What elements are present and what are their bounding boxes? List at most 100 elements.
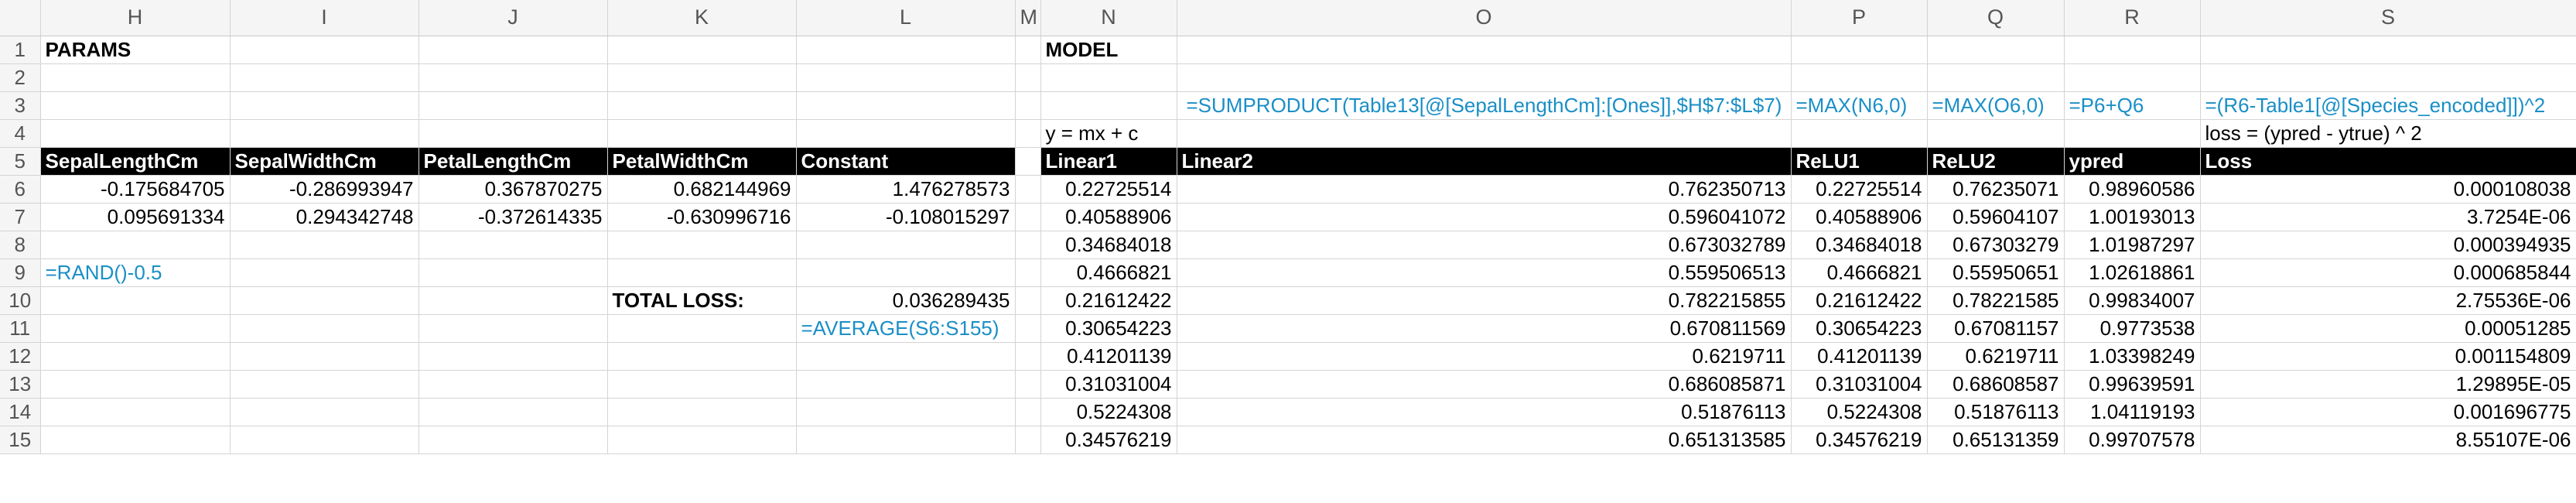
cell-q11[interactable]: 0.67081157: [1927, 314, 2065, 343]
row-header[interactable]: 9: [0, 258, 41, 287]
cell-j7[interactable]: -0.372614335: [419, 203, 608, 231]
cell-o12[interactable]: 0.6219711: [1177, 342, 1792, 371]
cell-q9[interactable]: 0.55950651: [1927, 258, 2065, 287]
cell-m10[interactable]: [1015, 286, 1041, 315]
cell-l15[interactable]: [796, 426, 1016, 454]
cell-j4[interactable]: [419, 119, 608, 148]
column-header-s[interactable]: S: [2200, 0, 2576, 36]
cell-m9[interactable]: [1015, 258, 1041, 287]
cell-j2[interactable]: [419, 63, 608, 92]
table-header-ypred[interactable]: ypred: [2064, 147, 2201, 176]
cell-l3[interactable]: [796, 91, 1016, 120]
cell-r15[interactable]: 0.99707578: [2064, 426, 2201, 454]
cell-h6[interactable]: -0.175684705: [40, 175, 231, 204]
column-header-l[interactable]: L: [796, 0, 1016, 36]
cell-o13[interactable]: 0.686085871: [1177, 370, 1792, 399]
table-header-relu2[interactable]: ReLU2: [1927, 147, 2065, 176]
cell-l14[interactable]: [796, 398, 1016, 426]
cell-s7[interactable]: 3.7254E-06: [2200, 203, 2576, 231]
cell-j11[interactable]: [419, 314, 608, 343]
column-header-o[interactable]: O: [1177, 0, 1792, 36]
cell-l1[interactable]: [796, 36, 1016, 64]
cell-q6[interactable]: 0.76235071: [1927, 175, 2065, 204]
column-header-i[interactable]: I: [230, 0, 419, 36]
cell-p7[interactable]: 0.40588906: [1791, 203, 1928, 231]
cell-m8[interactable]: [1015, 231, 1041, 259]
cell-k13[interactable]: [607, 370, 797, 399]
cell-n12[interactable]: 0.41201139: [1040, 342, 1177, 371]
row-header[interactable]: 13: [0, 370, 41, 399]
cell-i6[interactable]: -0.286993947: [230, 175, 419, 204]
cell-l7[interactable]: -0.108015297: [796, 203, 1016, 231]
cell-o15[interactable]: 0.651313585: [1177, 426, 1792, 454]
cell-s1[interactable]: [2200, 36, 2576, 64]
cell-p2[interactable]: [1791, 63, 1928, 92]
cell-k1[interactable]: [607, 36, 797, 64]
cell-n11[interactable]: 0.30654223: [1040, 314, 1177, 343]
table-header-petal-width[interactable]: PetalWidthCm: [607, 147, 797, 176]
row-header[interactable]: 11: [0, 314, 41, 343]
column-header-q[interactable]: Q: [1927, 0, 2065, 36]
cell-p12[interactable]: 0.41201139: [1791, 342, 1928, 371]
cell-i11[interactable]: [230, 314, 419, 343]
cell-s3-formula[interactable]: =(R6-Table1[@[Species_encoded]])^2: [2200, 91, 2576, 120]
cell-l2[interactable]: [796, 63, 1016, 92]
cell-o8[interactable]: 0.673032789: [1177, 231, 1792, 259]
cell-h15[interactable]: [40, 426, 231, 454]
cell-q14[interactable]: 0.51876113: [1927, 398, 2065, 426]
cell-p3-formula[interactable]: =MAX(N6,0): [1791, 91, 1928, 120]
cell-i9[interactable]: [230, 258, 419, 287]
cell-n2[interactable]: [1040, 63, 1177, 92]
cell-l12[interactable]: [796, 342, 1016, 371]
cell-k15[interactable]: [607, 426, 797, 454]
cell-k9[interactable]: [607, 258, 797, 287]
cell-l13[interactable]: [796, 370, 1016, 399]
cell-j12[interactable]: [419, 342, 608, 371]
cell-j3[interactable]: [419, 91, 608, 120]
cell-h9-formula[interactable]: =RAND()-0.5: [40, 258, 231, 287]
row-header[interactable]: 4: [0, 119, 41, 148]
row-header[interactable]: 15: [0, 426, 41, 454]
cell-r14[interactable]: 1.04119193: [2064, 398, 2201, 426]
cell-i15[interactable]: [230, 426, 419, 454]
cell-j14[interactable]: [419, 398, 608, 426]
cell-o3-formula[interactable]: =SUMPRODUCT(Table13[@[SepalLengthCm]:[On…: [1177, 91, 1792, 120]
row-header[interactable]: 12: [0, 342, 41, 371]
table-header-linear2[interactable]: Linear2: [1177, 147, 1792, 176]
cell-o6[interactable]: 0.762350713: [1177, 175, 1792, 204]
cell-k7[interactable]: -0.630996716: [607, 203, 797, 231]
cell-h7[interactable]: 0.095691334: [40, 203, 231, 231]
cell-n3[interactable]: [1040, 91, 1177, 120]
cell-r4[interactable]: [2064, 119, 2201, 148]
cell-j15[interactable]: [419, 426, 608, 454]
row-header[interactable]: 6: [0, 175, 41, 204]
row-header[interactable]: 7: [0, 203, 41, 231]
cell-h8[interactable]: [40, 231, 231, 259]
cell-r8[interactable]: 1.01987297: [2064, 231, 2201, 259]
cell-m4[interactable]: [1015, 119, 1041, 148]
cell-n6[interactable]: 0.22725514: [1040, 175, 1177, 204]
cell-n4[interactable]: y = mx + c: [1040, 119, 1177, 148]
cell-s10[interactable]: 2.75536E-06: [2200, 286, 2576, 315]
cell-h3[interactable]: [40, 91, 231, 120]
cell-i10[interactable]: [230, 286, 419, 315]
cell-o1[interactable]: [1177, 36, 1792, 64]
cell-k11[interactable]: [607, 314, 797, 343]
cell-r2[interactable]: [2064, 63, 2201, 92]
cell-p6[interactable]: 0.22725514: [1791, 175, 1928, 204]
cell-p4[interactable]: [1791, 119, 1928, 148]
cell-m12[interactable]: [1015, 342, 1041, 371]
cell-p11[interactable]: 0.30654223: [1791, 314, 1928, 343]
cell-i8[interactable]: [230, 231, 419, 259]
cell-r9[interactable]: 1.02618861: [2064, 258, 2201, 287]
cell-m13[interactable]: [1015, 370, 1041, 399]
select-all-corner[interactable]: [0, 0, 41, 36]
cell-m1[interactable]: [1015, 36, 1041, 64]
table-header-constant[interactable]: Constant: [796, 147, 1016, 176]
cell-r6[interactable]: 0.98960586: [2064, 175, 2201, 204]
cell-s11[interactable]: 0.00051285: [2200, 314, 2576, 343]
cell-n7[interactable]: 0.40588906: [1040, 203, 1177, 231]
cell-q13[interactable]: 0.68608587: [1927, 370, 2065, 399]
cell-s12[interactable]: 0.001154809: [2200, 342, 2576, 371]
cell-q10[interactable]: 0.78221585: [1927, 286, 2065, 315]
